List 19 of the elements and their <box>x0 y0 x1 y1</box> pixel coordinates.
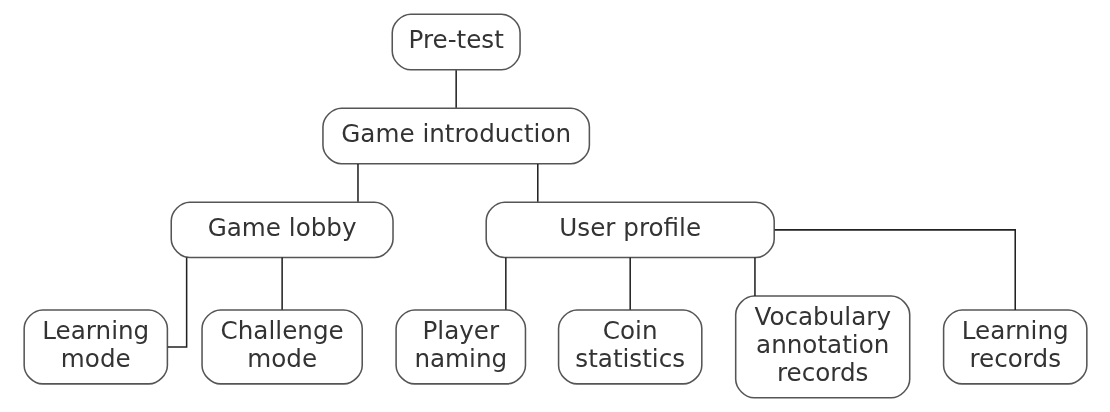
node-box: User profile <box>484 201 775 259</box>
node-box: Coin statistics <box>557 309 703 385</box>
node-box: Learning mode <box>22 309 168 385</box>
connector <box>454 69 457 109</box>
connector <box>536 163 539 203</box>
node-box: Vocabulary annotation records <box>734 295 910 399</box>
node-box: Learning records <box>942 309 1088 385</box>
node-box: Game lobby <box>169 201 394 259</box>
connector <box>280 256 283 311</box>
connector <box>166 256 187 348</box>
connector <box>628 256 631 311</box>
connector <box>773 229 1016 311</box>
connector <box>753 256 756 297</box>
connector <box>356 163 359 203</box>
node-box: Game introduction <box>321 107 590 165</box>
connector <box>504 256 507 311</box>
node-box: Player naming <box>394 309 526 385</box>
node-box: Challenge mode <box>200 309 363 385</box>
node-box: Pre-test <box>391 13 521 71</box>
